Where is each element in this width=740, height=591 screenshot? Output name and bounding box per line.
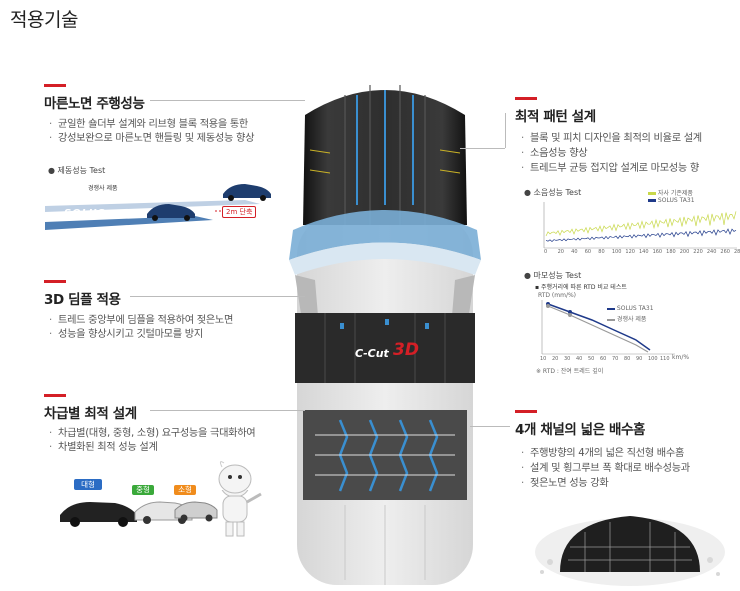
wear-y-label: RTD (mm/%) — [538, 292, 577, 299]
distance-badge: 2m 단축 — [222, 206, 257, 218]
mascot-head — [218, 461, 252, 494]
leader-line — [150, 100, 305, 101]
leader-line — [460, 148, 505, 149]
wear-x-tick: 50 — [588, 356, 595, 362]
drainage-line-1: 주행방향의 4개의 넓은 직선형 배수홈 — [521, 446, 684, 461]
section-bar — [515, 410, 537, 413]
badge-large: 대형 — [74, 479, 102, 490]
noise-series-competitor — [545, 211, 737, 237]
leader-line — [505, 113, 506, 148]
dimple-line-2: 성능을 향상시키고 깃털마모를 방지 — [49, 327, 203, 342]
noise-x-tick: 180 — [666, 249, 676, 255]
pattern-line-1: 블록 및 피치 디자인을 최적의 비율로 설계 — [521, 131, 702, 146]
wear-x-label: km/% — [672, 354, 690, 361]
noise-x-tick: 240 — [706, 249, 717, 255]
wear-x-tick: 90 — [636, 356, 643, 362]
drainage-title: 4개 채널의 넓은 배수홈 — [515, 422, 646, 438]
dimple-title: 3D 딤플 적용 — [44, 292, 121, 308]
noise-x-tick: 80 — [598, 249, 605, 255]
badge-small: 소형 — [174, 485, 196, 495]
badge-medium: 중형 — [132, 485, 154, 495]
section-bar — [44, 394, 66, 397]
dry-road-title: 마른노면 주행성능 — [44, 96, 145, 112]
competitor-label: 경쟁사 제품 — [88, 185, 118, 192]
vehicle-class-title: 차급별 최적 설계 — [44, 406, 137, 422]
dry-road-line-1: 균일한 숄더부 설계와 리브형 블록 적용을 통한 — [49, 117, 248, 132]
noise-legend-1: 자사 기존제품 — [648, 188, 693, 197]
section-bar — [44, 280, 66, 283]
wear-x-tick: 10 — [540, 356, 547, 362]
noise-x-tick: 260 — [720, 249, 730, 255]
noise-x-tick: 20 — [557, 249, 564, 255]
noise-x-tick: 140 — [639, 249, 649, 255]
noise-x-tick: 200 — [679, 249, 690, 255]
wear-x-tick: 30 — [564, 356, 571, 362]
braking-illustration — [45, 184, 271, 230]
noise-x-tick: 220 — [693, 249, 703, 255]
wear-x-tick: 20 — [552, 356, 559, 362]
ccut-label: C-Cut — [355, 347, 389, 360]
vehicle-class-line-2: 차별화된 최적 성능 설계 — [49, 440, 158, 455]
tread-blue-channels — [356, 90, 414, 205]
noise-x-tick: 160 — [652, 249, 663, 255]
section-bar — [44, 84, 66, 87]
vehicle-class-illustration — [60, 490, 262, 537]
wear-chart-subtitle: ▪ 주행거리에 따른 RTD 비교 테스트 — [535, 284, 627, 291]
tire-illustration — [289, 85, 481, 585]
wear-chart-title: ● 마모성능 Test — [524, 271, 582, 280]
vehicle-class-line-1: 차급별(대형, 중형, 소형) 요구성능을 극대화하여 — [49, 426, 256, 441]
pattern-title: 최적 패턴 설계 — [515, 109, 596, 125]
wear-x-tick: 70 — [612, 356, 619, 362]
wear-x-tick: 110 — [660, 356, 670, 362]
dimple-line-1: 트레드 중앙부에 딤플을 적용하여 젖은노면 — [49, 313, 233, 328]
dry-road-line-2: 강성보완으로 마른노면 핸들링 및 제동성능 향상 — [49, 131, 254, 146]
drainage-line-3: 젖은노면 성능 강화 — [521, 476, 609, 491]
wet-tire-photo — [535, 516, 725, 586]
wear-x-tick: 40 — [576, 356, 583, 362]
noise-x-tick: 100 — [611, 249, 622, 255]
braking-test-label: ● 제동성능 Test — [48, 166, 106, 175]
noise-x-tick: 280 — [734, 249, 740, 255]
section-bar — [515, 97, 537, 100]
wear-footnote: ※ RTD : 잔여 트레드 깊이 — [536, 368, 604, 375]
wear-chart — [541, 300, 675, 355]
wear-x-tick: 60 — [600, 356, 607, 362]
noise-x-tick: 60 — [584, 249, 592, 255]
pattern-line-3: 트레드부 균등 접지압 설계로 마모성능 향 — [521, 161, 699, 176]
pattern-line-2: 소음성능 향상 — [521, 146, 588, 161]
leader-line — [470, 426, 510, 427]
drainage-line-2: 설계 및 횡그루브 폭 확대로 배수성능과 — [521, 461, 690, 476]
noise-chart — [543, 202, 737, 249]
noise-legend-2: SOLUS TA31 — [648, 197, 695, 204]
noise-x-tick: 0 — [544, 249, 548, 255]
noise-series-solus — [545, 228, 737, 242]
solus-logo: SOLUS TA31 — [64, 208, 131, 219]
noise-x-tick: 40 — [571, 249, 578, 255]
wear-legend-2: 경쟁사 제품 — [607, 314, 646, 323]
leader-line — [150, 410, 305, 411]
noise-chart-title: ● 소음성능 Test — [524, 188, 582, 197]
leader-line — [130, 296, 305, 297]
wear-legend-1: SOLUS TA31 — [607, 305, 654, 312]
wear-x-tick: 100 — [648, 356, 658, 362]
wear-x-tick: 80 — [624, 356, 631, 362]
ccut-3d-label: 3D — [393, 340, 419, 360]
page-title: 적용기술 — [10, 9, 78, 31]
noise-x-tick: 120 — [625, 249, 635, 255]
